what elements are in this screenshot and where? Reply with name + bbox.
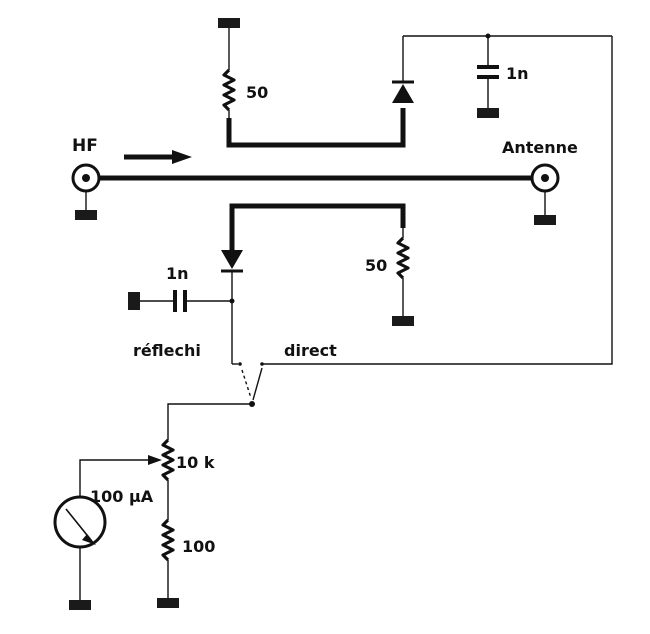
top-sense-section <box>218 18 612 148</box>
label-meter: 100 μA <box>90 487 154 506</box>
ground-symbol-top-resistor <box>218 18 240 28</box>
label-resistor-top: 50 <box>246 83 268 102</box>
resistor-bottom-50 <box>396 236 410 280</box>
capacitor-left-1n <box>173 290 187 312</box>
wiper-arrow-icon <box>148 455 162 465</box>
potentiometer-10k <box>161 438 175 482</box>
ground-symbol-meter <box>69 600 91 610</box>
selector-switch <box>232 362 264 407</box>
hf-connector <box>71 163 101 220</box>
label-capacitor-left: 1n <box>166 264 189 283</box>
ground-symbol-bottom-resistor <box>392 316 414 326</box>
ground-symbol-top-capacitor <box>477 108 499 118</box>
label-potentiometer: 10 k <box>176 453 215 472</box>
direct-return-wire <box>263 36 613 365</box>
label-antenna: Antenne <box>502 138 578 157</box>
resistor-top-50 <box>222 68 236 112</box>
label-resistor-100: 100 <box>182 537 215 556</box>
meter-circuit <box>53 403 252 610</box>
label-capacitor-top: 1n <box>506 64 529 83</box>
resistor-100 <box>161 518 175 562</box>
ground-symbol-left-capacitor <box>128 292 140 310</box>
antenna-connector <box>530 163 560 225</box>
label-resistor-bottom: 50 <box>365 256 387 275</box>
bottom-sense-section <box>128 203 414 364</box>
bottom-coupling-line <box>229 203 406 250</box>
diode-bottom <box>221 250 243 273</box>
direction-arrow-icon <box>124 150 192 164</box>
label-reflected: réflechi <box>133 341 201 360</box>
ground-symbol-resistor-100 <box>157 598 179 608</box>
capacitor-top-1n <box>477 65 499 79</box>
label-direct: direct <box>284 341 337 360</box>
main-transmission-line <box>71 150 560 225</box>
top-coupling-line <box>226 108 406 148</box>
diode-top <box>392 80 414 103</box>
label-hf: HF <box>72 136 98 156</box>
